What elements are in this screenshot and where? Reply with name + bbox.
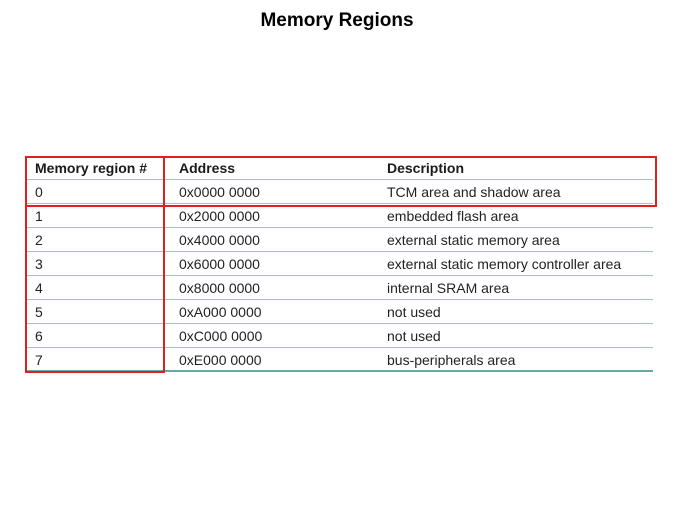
region-number: 0 [35,184,43,200]
region-description: bus-peripherals area [387,352,516,368]
table-row: 4 0x8000 0000 internal SRAM area [26,276,653,300]
region-number: 6 [35,328,43,344]
region-address: 0x8000 0000 [179,280,260,296]
region-number: 5 [35,304,43,320]
region-description: not used [387,304,441,320]
region-address: 0x2000 0000 [179,208,260,224]
header-region: Memory region # [35,160,148,176]
table-row: 1 0x2000 0000 embedded flash area [26,204,653,228]
region-address: 0x4000 0000 [179,232,260,248]
memory-regions-table: Memory region # Address Description 0 0x… [26,156,653,372]
region-number: 7 [35,352,43,368]
region-description: internal SRAM area [387,280,510,296]
region-description: TCM area and shadow area [387,184,561,200]
header-description: Description [387,160,465,176]
region-number: 2 [35,232,43,248]
table-row: 7 0xE000 0000 bus-peripherals area [26,348,653,372]
region-address: 0x6000 0000 [179,256,260,272]
region-address: 0xC000 0000 [179,328,263,344]
header-address: Address [179,160,236,176]
region-number: 4 [35,280,43,296]
table-row: 6 0xC000 0000 not used [26,324,653,348]
region-address: 0xA000 0000 [179,304,262,320]
table-row: 5 0xA000 0000 not used [26,300,653,324]
region-description: external static memory area [387,232,560,248]
table-row: 3 0x6000 0000 external static memory con… [26,252,653,276]
region-address: 0xE000 0000 [179,352,262,368]
table-row: 2 0x4000 0000 external static memory are… [26,228,653,252]
region-number: 1 [35,208,43,224]
region-description: embedded flash area [387,208,519,224]
table-row: 0 0x0000 0000 TCM area and shadow area [26,180,653,204]
region-description: not used [387,328,441,344]
table-header-row: Memory region # Address Description [26,156,653,180]
region-number: 3 [35,256,43,272]
page-title: Memory Regions [260,10,414,31]
region-address: 0x0000 0000 [179,184,260,200]
region-description: external static memory controller area [387,256,622,272]
